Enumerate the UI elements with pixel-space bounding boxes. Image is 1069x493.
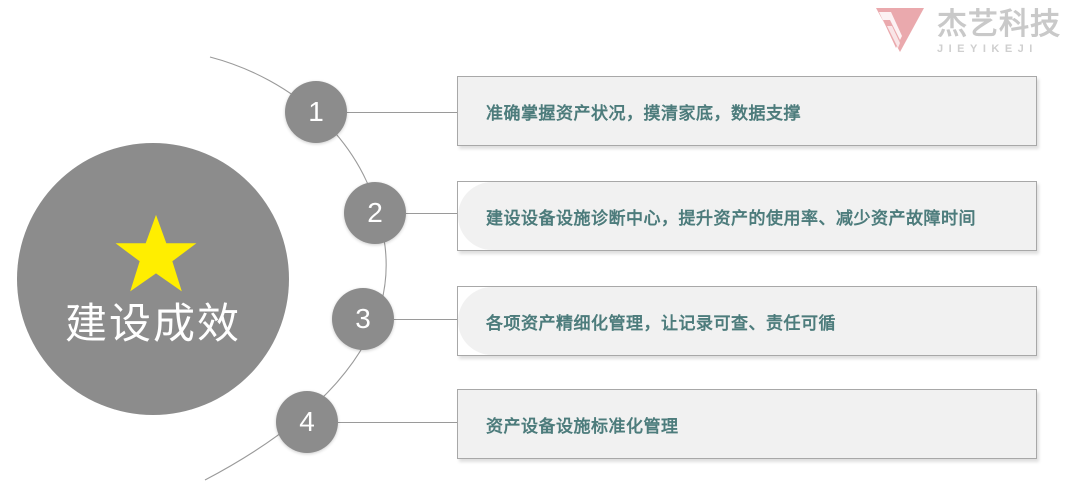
brand-text-block: 杰艺科技 JIEYIKEJI	[937, 7, 1061, 55]
brand-v-mark-icon	[876, 8, 924, 52]
connector-stub-4	[338, 422, 458, 423]
brand-name-en: JIEYIKEJI	[937, 42, 1038, 55]
step-number-1: 1	[308, 96, 324, 127]
info-card-4[interactable]: 资产设备设施标准化管理	[457, 389, 1037, 459]
info-card-2-text: 建设设备设施诊断中心，提升资产的使用率、减少资产故障时间	[486, 208, 976, 228]
step-number-3: 3	[355, 303, 371, 334]
step-node-3[interactable]: 3	[332, 288, 394, 350]
step-node-2[interactable]: 2	[344, 182, 406, 244]
info-card-3[interactable]: 各项资产精细化管理，让记录可查、责任可循	[457, 286, 1037, 356]
connector-stub-3	[394, 319, 458, 320]
brand-logo: 杰艺科技 JIEYIKEJI	[871, 6, 1061, 58]
hero-label: 建设成效	[64, 300, 241, 347]
step-number-4: 4	[299, 406, 315, 437]
star-icon	[115, 214, 197, 292]
info-card-1[interactable]: 准确掌握资产状况，摸清家底，数据支撑	[457, 76, 1037, 146]
connector-stub-2	[406, 213, 458, 214]
info-card-1-text: 准确掌握资产状况，摸清家底，数据支撑	[486, 103, 801, 123]
connector-stub-1	[347, 112, 457, 113]
info-card-4-text: 资产设备设施标准化管理	[486, 416, 679, 436]
info-card-3-fill	[458, 287, 1036, 355]
step-node-4[interactable]: 4	[276, 391, 338, 453]
info-card-4-fill	[458, 390, 1036, 458]
hero-circle: 建设成效	[17, 143, 289, 415]
step-number-2: 2	[367, 197, 383, 228]
info-card-3-text: 各项资产精细化管理，让记录可查、责任可循	[486, 313, 836, 333]
info-card-2-fill	[458, 182, 1036, 250]
brand-name-cn: 杰艺科技	[937, 7, 1061, 41]
step-node-1[interactable]: 1	[285, 81, 347, 143]
info-card-1-fill	[458, 77, 1036, 145]
info-card-2[interactable]: 建设设备设施诊断中心，提升资产的使用率、减少资产故障时间	[457, 181, 1037, 251]
